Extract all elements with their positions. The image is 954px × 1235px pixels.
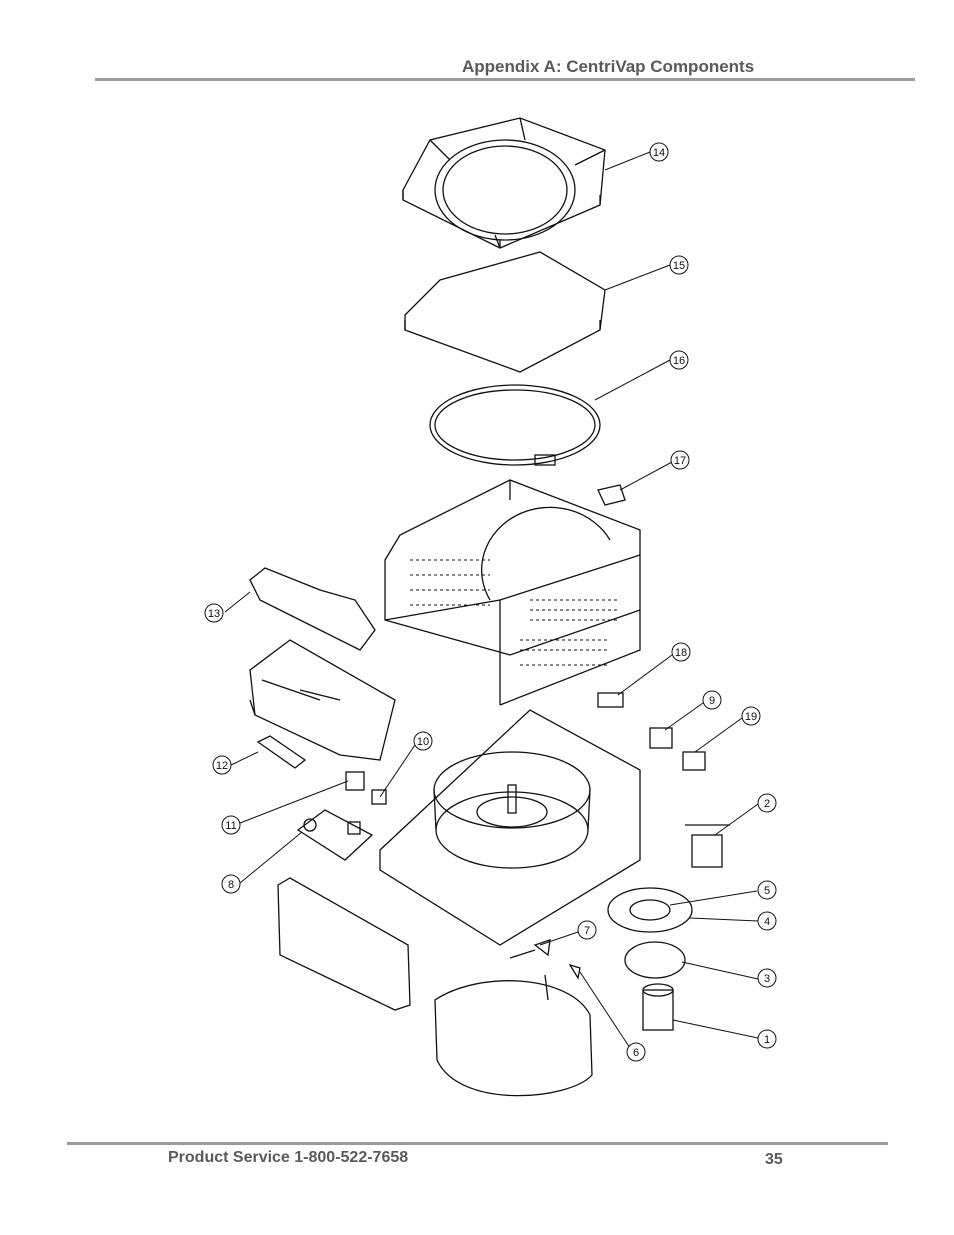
callout-1: 1 [757, 1029, 777, 1049]
part-bottom-band [434, 974, 593, 1097]
svg-text:1: 1 [764, 1034, 770, 1046]
part-small-bracket [568, 963, 581, 980]
header-rule [95, 78, 915, 81]
callout-13: 13 [204, 603, 224, 623]
part-latch [597, 484, 626, 506]
svg-text:19: 19 [745, 711, 757, 723]
part-front-panel [249, 639, 396, 761]
svg-text:2: 2 [764, 798, 770, 810]
svg-text:16: 16 [673, 355, 685, 367]
footer-rule [67, 1142, 888, 1145]
svg-text:9: 9 [709, 695, 715, 707]
part-capacitor [682, 751, 706, 771]
callout-5: 5 [757, 880, 777, 900]
callout-4: 4 [757, 911, 777, 931]
callout-7: 7 [577, 920, 597, 940]
callout-12: 12 [212, 755, 232, 775]
part-housing [384, 479, 641, 706]
part-small-switch [371, 789, 387, 805]
part-switch [597, 692, 624, 708]
callout-18: 18 [671, 642, 691, 662]
svg-text:8: 8 [228, 879, 234, 891]
svg-text:11: 11 [225, 820, 236, 832]
part-clip [509, 939, 551, 959]
footer-service: Product Service 1-800-522-7658 [168, 1149, 409, 1166]
callout-19: 19 [741, 706, 761, 726]
part-relay [649, 727, 673, 749]
svg-text:3: 3 [764, 973, 770, 985]
callout-9: 9 [702, 690, 722, 710]
svg-text:14: 14 [653, 147, 665, 159]
callout-6: 6 [626, 1042, 646, 1062]
svg-text:5: 5 [764, 885, 770, 897]
svg-text:6: 6 [633, 1047, 639, 1059]
callout-10: 10 [413, 731, 433, 751]
callout-11: 11 [221, 815, 241, 835]
part-motor-cap [685, 824, 730, 868]
svg-text:7: 7 [584, 925, 590, 937]
part-gasket [429, 384, 601, 466]
part-lid-plate [404, 251, 606, 373]
callout-16: 16 [669, 350, 689, 370]
part-bracket [256, 735, 307, 769]
part-circuit-board [296, 809, 374, 861]
svg-text:18: 18 [675, 647, 687, 659]
callout-8: 8 [221, 874, 241, 894]
callout-15: 15 [669, 255, 689, 275]
svg-text:15: 15 [673, 260, 685, 272]
svg-text:4: 4 [764, 916, 770, 928]
svg-text:17: 17 [674, 455, 686, 467]
svg-text:10: 10 [417, 736, 429, 748]
leader-lines [224, 151, 759, 1049]
part-transformer [345, 771, 365, 791]
part-rings [607, 887, 693, 933]
callout-14: 14 [649, 142, 669, 162]
part-motor [642, 983, 674, 1031]
callout-3: 3 [757, 968, 777, 988]
part-snap-ring [624, 941, 686, 979]
part-front-door [277, 877, 411, 1011]
callout-2: 2 [757, 793, 777, 813]
svg-text:13: 13 [208, 608, 220, 620]
svg-text:12: 12 [216, 760, 228, 772]
part-top-ring [402, 117, 606, 249]
page-number: 35 [765, 1151, 783, 1168]
header-title: Appendix A: CentriVap Components [462, 57, 755, 76]
part-base-rotor [379, 709, 641, 946]
callout-17: 17 [670, 450, 690, 470]
part-bezel [249, 567, 376, 651]
